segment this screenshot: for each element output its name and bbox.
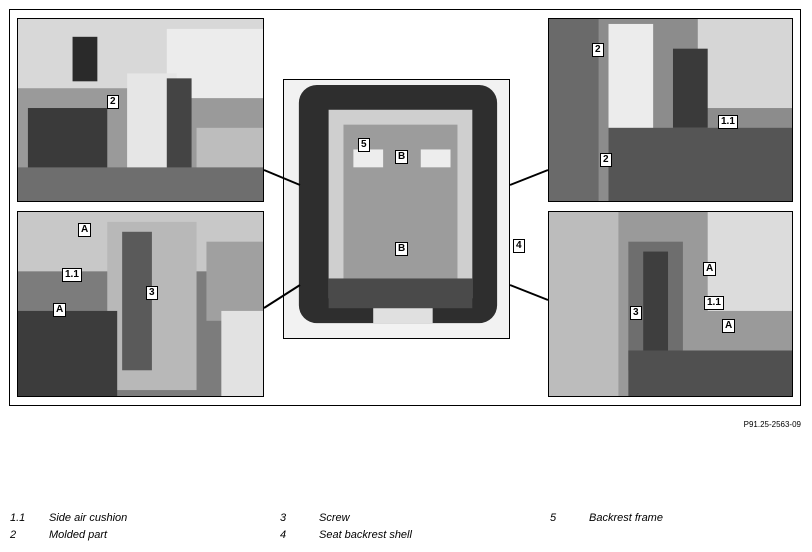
callout-A-bottom-right-1: A bbox=[703, 262, 717, 276]
legend-number: 2 bbox=[10, 529, 17, 541]
legend-text: Molded part bbox=[49, 529, 108, 541]
callout-A-bottom-left-1: A bbox=[78, 223, 92, 237]
figure-frame bbox=[9, 9, 801, 406]
callout-A-bottom-left-2: A bbox=[53, 303, 67, 317]
legend-number: 5 bbox=[550, 512, 557, 524]
photo-center-image bbox=[284, 80, 509, 338]
legend-text: Screw bbox=[319, 512, 350, 524]
callout-1-1-bottom-right: 1.1 bbox=[704, 296, 724, 310]
figure-reference: P91.25-2563-09 bbox=[743, 420, 801, 429]
callout-B-center-bottom: B bbox=[395, 242, 409, 256]
callout-1-1-bottom-left: 1.1 bbox=[62, 268, 82, 282]
photo-bottom-right bbox=[548, 211, 793, 397]
photo-top-right-image bbox=[549, 19, 792, 201]
legend-number: 1.1 bbox=[10, 512, 26, 524]
photo-top-left-image bbox=[18, 19, 263, 201]
callout-4-center: 4 bbox=[513, 239, 525, 253]
callout-3-bottom-right: 3 bbox=[630, 306, 642, 320]
legend-text: Backrest frame bbox=[589, 512, 663, 524]
legend-text: Side air cushion bbox=[49, 512, 128, 524]
legend-text: Seat backrest shell bbox=[319, 529, 412, 541]
photo-top-left bbox=[17, 18, 264, 202]
callout-B-center-top: B bbox=[395, 150, 409, 164]
callout-2-top-right-1: 2 bbox=[592, 43, 604, 57]
callout-3-bottom-left: 3 bbox=[146, 286, 158, 300]
callout-1-1-top-right: 1.1 bbox=[718, 115, 738, 129]
photo-bottom-right-image bbox=[549, 212, 792, 396]
callout-5-center: 5 bbox=[358, 138, 370, 152]
legend-number: 4 bbox=[280, 529, 287, 541]
callout-2-top-left: 2 bbox=[107, 95, 119, 109]
photo-center bbox=[283, 79, 510, 339]
callout-2-top-right-2: 2 bbox=[600, 153, 612, 167]
legend-number: 3 bbox=[280, 512, 287, 524]
photo-top-right bbox=[548, 18, 793, 202]
callout-A-bottom-right-2: A bbox=[722, 319, 736, 333]
